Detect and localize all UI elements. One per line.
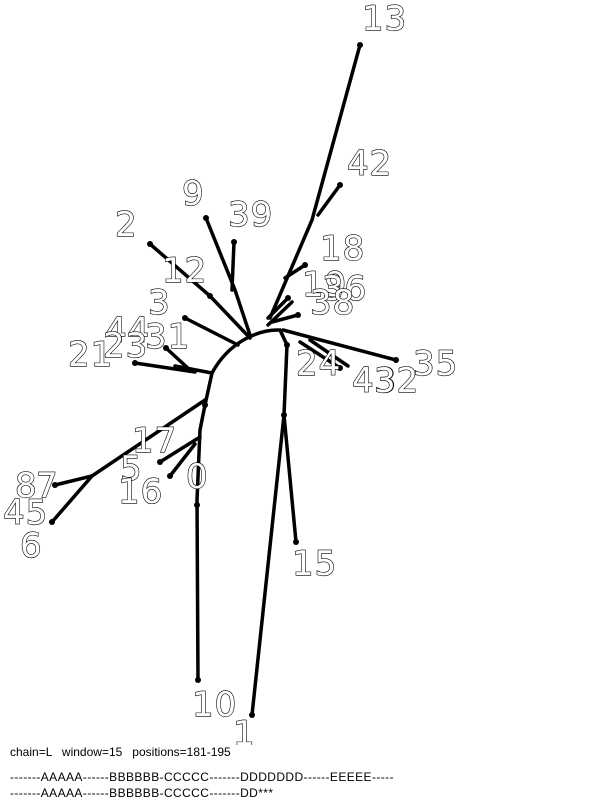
leaf-label-3: 3	[148, 283, 171, 323]
branch-16	[168, 442, 197, 478]
branch-39	[230, 240, 236, 292]
branch-23	[133, 361, 197, 374]
branch-35	[281, 328, 398, 362]
leaf-label-13: 13	[362, 0, 407, 39]
sequence-line-1: -------AAAAA------BBBBBB-CCCCC-------DDD…	[10, 770, 394, 784]
leaf-label-44: 44	[105, 311, 150, 351]
leaf-label-10: 10	[192, 685, 237, 725]
backbone-left	[195, 371, 214, 682]
leaf-label-38: 38	[310, 283, 355, 323]
leaf-label-0: 0	[186, 457, 209, 497]
leaf-label-39: 39	[228, 195, 273, 235]
leaf-label-1: 1	[233, 714, 256, 745]
leaf-label-45: 45	[3, 493, 48, 533]
branch-42	[316, 183, 342, 217]
leaf-label-18: 18	[320, 229, 365, 269]
leaf-labels: 13 42 9 39 2 18 12 19 36 38 3 44 31 23 2…	[2, 0, 458, 745]
branch-18	[283, 263, 307, 280]
leaf-label-42: 42	[347, 144, 392, 184]
leaf-label-16: 16	[118, 472, 163, 512]
leaf-label-5: 5	[120, 449, 143, 489]
branch-45-6	[50, 474, 94, 524]
leaf-label-23: 23	[103, 326, 148, 366]
leaf-label-2: 2	[115, 205, 138, 245]
branch-13	[268, 43, 362, 320]
leaf-label-24: 24	[296, 344, 341, 384]
leaf-label-17: 17	[132, 421, 177, 461]
leaf-label-12: 12	[162, 251, 207, 291]
tree-branches	[50, 43, 398, 717]
leaf-label-9: 9	[182, 174, 205, 214]
branch-43	[308, 338, 350, 368]
leaf-label-36: 36	[322, 269, 367, 309]
window-info: chain=L window=15 positions=181-195	[10, 745, 231, 759]
leaf-label-35: 35	[413, 344, 458, 384]
leaf-label-19: 19	[302, 265, 347, 305]
leaf-label-8: 8	[15, 466, 38, 506]
sequence-line-2: -------AAAAA------BBBBBB-CCCCC-------DD*…	[10, 786, 274, 800]
tree-nodes	[49, 42, 399, 718]
branch-19-36-38	[266, 296, 300, 327]
leaf-label-15: 15	[292, 544, 337, 584]
backbone-top	[210, 328, 280, 375]
leaf-label-31: 31	[145, 317, 190, 357]
leaf-label-7: 7	[36, 466, 59, 506]
backbone-right	[278, 328, 298, 544]
leaf-label-6: 6	[20, 526, 43, 566]
branch-23b	[173, 364, 214, 375]
branch-1	[250, 413, 286, 717]
branch-9	[204, 216, 252, 337]
branch-24	[298, 340, 342, 370]
phylogenetic-tree: 13 42 9 39 2 18 12 19 36 38 3 44 31 23 2…	[2, 0, 458, 745]
leaf-label-43: 43	[352, 361, 397, 401]
leaf-label-21: 21	[68, 335, 113, 375]
branch-5	[158, 435, 202, 464]
branch-3	[183, 316, 240, 347]
leaf-label-32: 32	[374, 361, 419, 401]
